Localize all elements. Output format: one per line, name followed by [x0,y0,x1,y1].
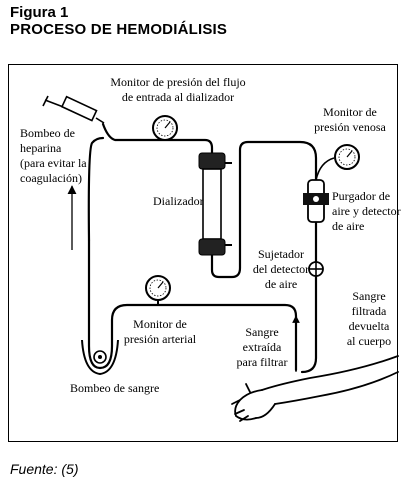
label-arterial-monitor: Monitor de presión arterial [124,317,197,346]
svg-text:para filtrar: para filtrar [237,355,288,369]
svg-text:de entrada al dializador: de entrada al dializador [122,90,234,104]
diagram-frame [8,64,398,442]
label-venous-monitor: Monitor de presión venosa [314,105,386,134]
svg-text:(para evitar la: (para evitar la [20,156,87,170]
arterial-pressure-gauge-icon [145,275,171,305]
svg-text:del detector: del detector [253,262,309,276]
label-inflow-monitor: Monitor de presión del flujo de entrada … [110,75,245,104]
svg-text:Bombeo de sangre: Bombeo de sangre [70,381,159,395]
dialyzer-icon [198,152,232,256]
patient-arm-icon [231,355,399,422]
svg-text:aire y detector: aire y detector [332,204,401,218]
svg-text:Sangre: Sangre [245,325,278,339]
svg-text:Sangre: Sangre [352,289,385,303]
label-drawn-blood: Sangre extraída para filtrar [237,325,288,369]
label-air-clamp: Sujetador del detector de aire [253,247,309,291]
svg-text:devuelta: devuelta [349,319,390,333]
tubing-circuit [87,122,318,374]
air-clamp-icon [308,261,324,277]
svg-text:de aire: de aire [332,219,364,233]
figure-number: Figura 1 [10,4,69,21]
svg-text:Purgador de: Purgador de [332,189,390,203]
svg-text:al cuerpo: al cuerpo [347,334,391,348]
blood-pump-icon [81,339,119,376]
label-blood-pump: Bombeo de sangre [70,381,159,395]
svg-text:de aire: de aire [265,277,297,291]
label-heparin-pump: Bombeo de heparina (para evitar la coagu… [20,126,87,185]
svg-text:Dializador: Dializador [153,194,204,208]
svg-text:Monitor de: Monitor de [323,105,377,119]
label-dialyzer: Dializador [153,194,204,208]
svg-text:extraída: extraída [243,340,282,354]
svg-text:Bombeo de: Bombeo de [20,126,75,140]
label-air-trap: Purgador de aire y detector de aire [332,189,401,233]
inflow-pressure-gauge-icon [152,115,178,141]
figure-title: PROCESO DE HEMODIÁLISIS [10,21,228,38]
svg-text:filtrada: filtrada [352,304,387,318]
svg-text:Sujetador: Sujetador [258,247,304,261]
syringe-icon [42,95,105,124]
svg-text:presión venosa: presión venosa [314,120,386,134]
svg-text:Monitor de: Monitor de [133,317,187,331]
svg-text:heparina: heparina [20,141,62,155]
air-trap-icon [303,179,329,223]
svg-text:coagulación): coagulación) [20,171,82,185]
figure-heading: Figura 1 PROCESO DE HEMODIÁLISIS [10,4,227,38]
figure-source: Fuente: (5) [10,461,79,477]
svg-text:presión arterial: presión arterial [124,332,197,346]
venous-pressure-gauge-icon [315,144,360,181]
label-filtered-blood: Sangre filtrada devuelta al cuerpo [347,289,391,348]
svg-text:Monitor de presión del flujo: Monitor de presión del flujo [110,75,245,89]
